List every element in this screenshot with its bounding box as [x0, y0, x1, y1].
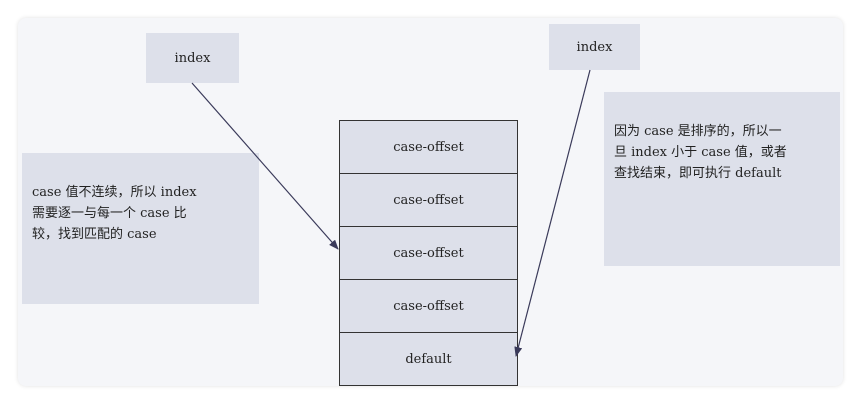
- cell-label: default: [405, 352, 452, 367]
- left-note-text: case 值不连续，所以 index 需要逐一与每一个 case 比 较，找到匹…: [32, 185, 197, 242]
- table-cell-2: case-offset: [340, 174, 517, 227]
- right-note-text: 因为 case 是排序的，所以一 旦 index 小于 case 值，或者 查找…: [614, 124, 787, 181]
- cell-label: case-offset: [393, 298, 464, 314]
- cell-label: case-offset: [393, 139, 464, 155]
- cell-label: case-offset: [393, 245, 464, 261]
- table-cell-default: default: [340, 333, 517, 386]
- index-left-label: index: [174, 50, 211, 66]
- table-cell-3: case-offset: [340, 227, 517, 280]
- index-box-left: index: [146, 33, 239, 83]
- table-cell-4: case-offset: [340, 280, 517, 333]
- left-note: case 值不连续，所以 index 需要逐一与每一个 case 比 较，找到匹…: [22, 153, 259, 304]
- index-box-right: index: [549, 24, 640, 70]
- arrow-right-index: [514, 69, 591, 357]
- table-cell-1: case-offset: [340, 121, 517, 174]
- jump-table: case-offset case-offset case-offset case…: [339, 120, 518, 386]
- cell-label: case-offset: [393, 192, 464, 208]
- diagram-frame: index index case 值不连续，所以 index 需要逐一与每一个 …: [18, 18, 843, 386]
- index-right-label: index: [576, 39, 613, 55]
- right-note: 因为 case 是排序的，所以一 旦 index 小于 case 值，或者 查找…: [604, 92, 840, 266]
